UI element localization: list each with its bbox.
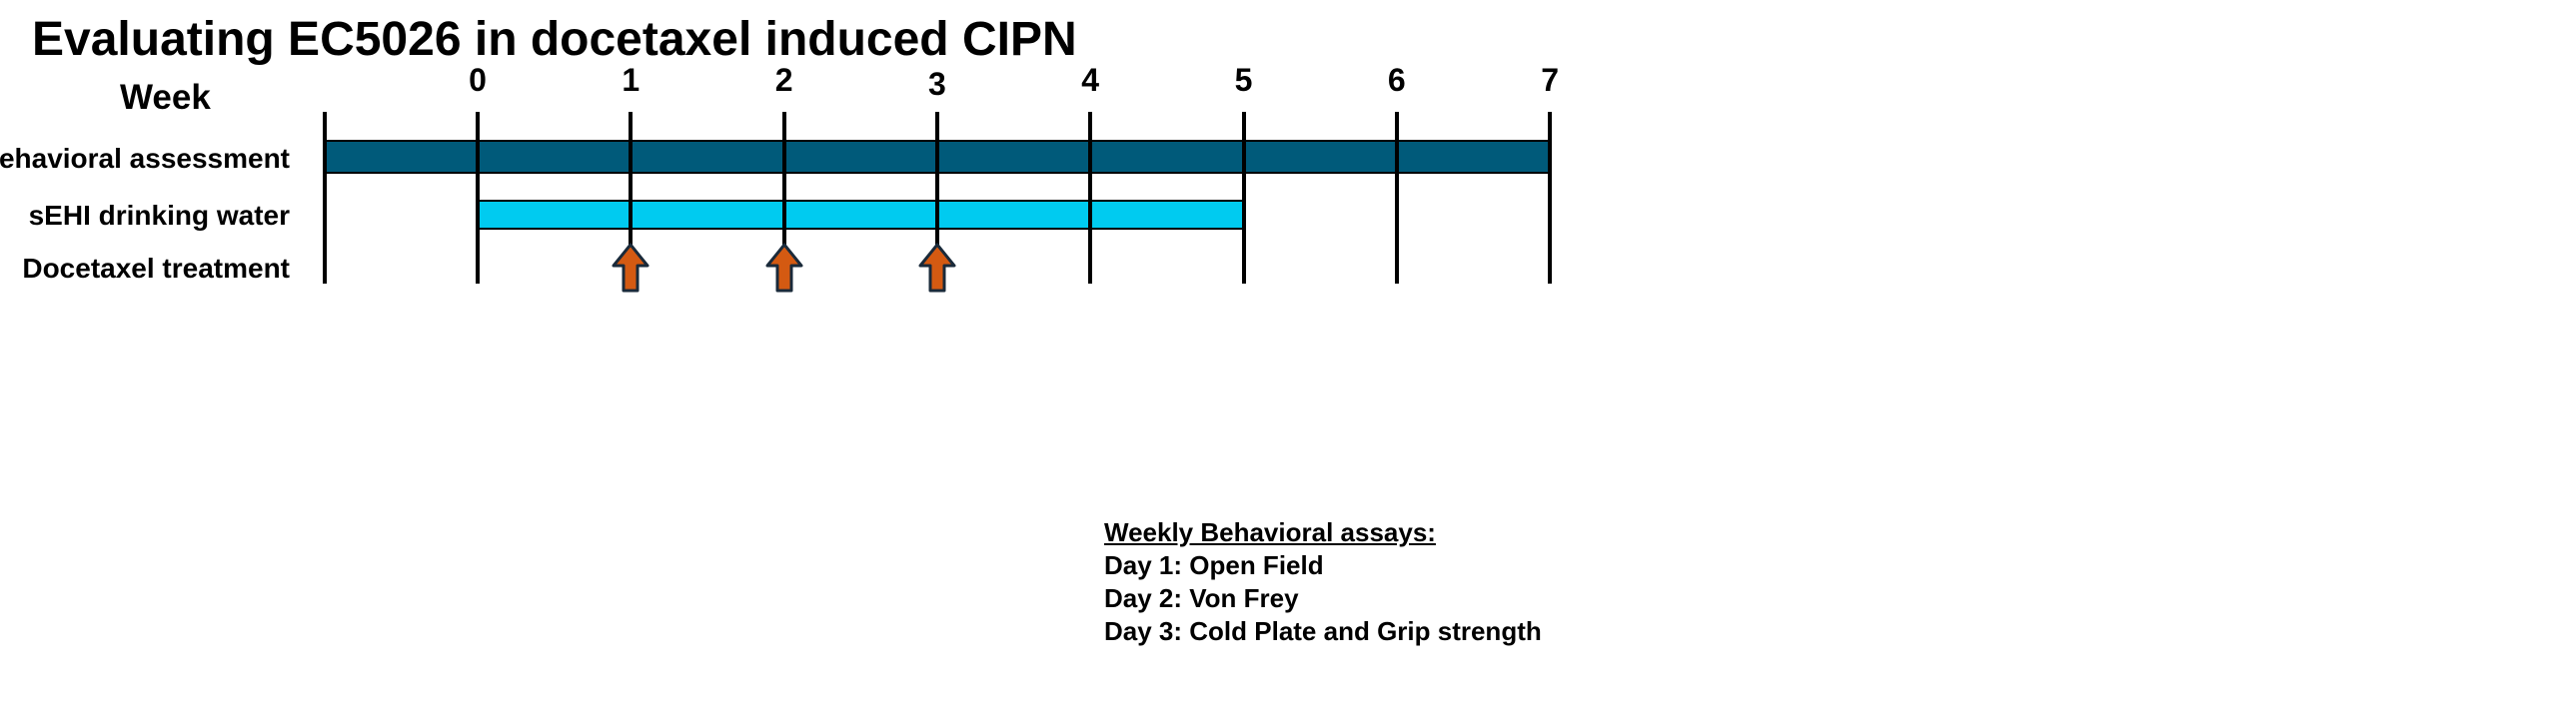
docetaxel-dose-arrow-icon: [917, 242, 957, 294]
week-tick-label-1: 1: [622, 62, 641, 98]
docetaxel-dose-arrow-icon: [764, 242, 804, 294]
week-line-4: [1088, 112, 1093, 284]
row-label-behavioral-assessment: Behavioral assessment: [0, 143, 290, 174]
legend-item-day-3: Day 3: Cold Plate and Grip strength: [1104, 616, 1542, 646]
legend-item-day-2: Day 2: Von Frey: [1104, 583, 1299, 613]
week-line-7: [1548, 112, 1553, 284]
week-tick-label-0: 0: [469, 62, 487, 98]
week-tick-label-5: 5: [1234, 62, 1253, 98]
week-line-0: [476, 112, 480, 284]
week-tick-label-4: 4: [1081, 62, 1100, 98]
week-tick-label-6: 6: [1387, 62, 1406, 98]
week-line-3: [934, 112, 939, 284]
week-line-1: [629, 112, 634, 284]
legend-heading: Weekly Behavioral assays:: [1104, 517, 1436, 547]
legend: Weekly Behavioral assays: Day 1: Open Fi…: [1104, 516, 1542, 648]
week-line-6: [1394, 112, 1399, 284]
legend-item-day-1: Day 1: Open Field: [1104, 550, 1324, 580]
week-line-5: [1241, 112, 1246, 284]
week-tick-label-7: 7: [1541, 62, 1559, 98]
week-line-2: [781, 112, 786, 284]
week-tick-label-3: 3: [927, 66, 946, 102]
row-label-sehi-drinking-water: sEHI drinking water: [28, 200, 290, 231]
row-label-docetaxel-treatment: Docetaxel treatment: [22, 253, 290, 284]
docetaxel-dose-arrow-icon: [611, 242, 650, 294]
week-axis-label: Week: [120, 78, 211, 117]
diagram-title: Evaluating EC5026 in docetaxel induced C…: [32, 13, 1077, 66]
timeline-start-line: [322, 112, 327, 284]
week-tick-label-2: 2: [774, 62, 793, 98]
bar-sehi-drinking-water: [478, 200, 1244, 230]
